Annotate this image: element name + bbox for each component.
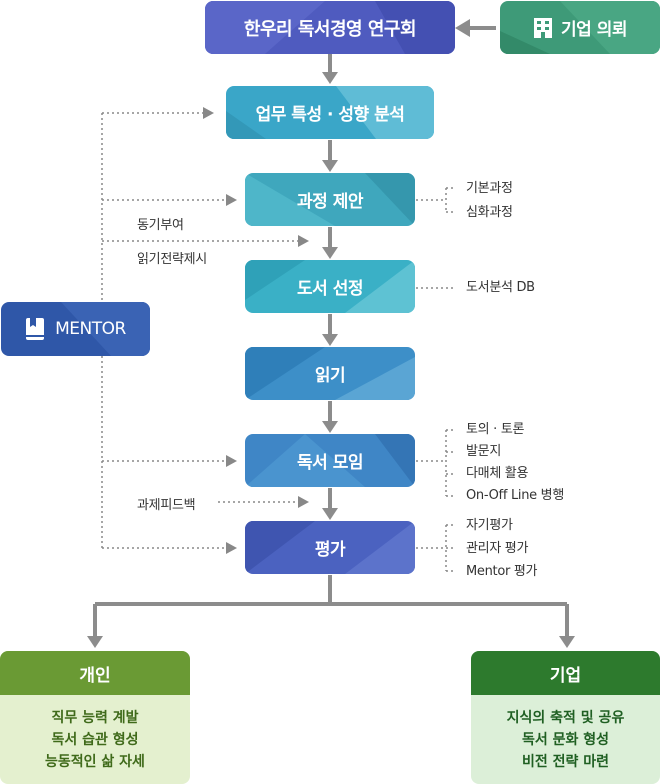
step-book-selection-label: 도서 선정 — [297, 279, 363, 299]
note-book-db: 도서분석 DB — [466, 280, 535, 295]
note-manager-evaluation: 관리자 평가 — [466, 541, 529, 556]
note-self-evaluation: 자기평가 — [466, 518, 513, 533]
step-reading-meeting-label: 독서 모임 — [297, 453, 363, 473]
step-book-selection: 도서 선정 — [245, 260, 415, 313]
individual-outcome-item: 능동적인 삶 자세 — [45, 754, 145, 770]
note-question-sheet: 발문지 — [466, 444, 501, 459]
research-group-title: 한우리 독서경영 연구회 — [243, 18, 417, 40]
mentor-arrowheads — [203, 107, 309, 554]
step-evaluation-label: 평가 — [314, 540, 346, 560]
note-multimedia: 다매체 활용 — [466, 466, 529, 481]
building-icon — [534, 17, 552, 38]
individual-outcome-item: 직무 능력 계발 — [51, 710, 139, 726]
step-course-proposal-label: 과정 제안 — [297, 192, 363, 212]
mentor-motivation-label: 동기부여 — [137, 218, 184, 233]
company-outcome-item: 비전 전략 마련 — [521, 754, 610, 770]
evaluation-notes: 자기평가 관리자 평가 Mentor 평가 — [466, 514, 538, 583]
book-notes: 도서분석 DB — [466, 277, 535, 299]
mentor-label: MENTOR — [55, 319, 126, 339]
step-reading-label: 읽기 — [314, 366, 346, 386]
book-icon — [26, 318, 45, 340]
company-request-box: 기업 의뢰 — [500, 1, 660, 54]
flow-arrows — [87, 19, 575, 648]
step-reading: 읽기 — [245, 347, 415, 400]
note-discussion: 토의 · 토론 — [466, 422, 525, 437]
step-evaluation: 평가 — [245, 521, 415, 574]
individual-outcome-item: 독서 습관 형성 — [51, 732, 139, 748]
company-request-label: 기업 의뢰 — [561, 20, 627, 40]
individual-outcome-card: 개인 직무 능력 계발 독서 습관 형성 능동적인 삶 자세 — [0, 651, 190, 784]
step-course-proposal: 과정 제안 — [245, 173, 415, 226]
note-mentor-evaluation: Mentor 평가 — [466, 564, 538, 579]
company-outcome-item: 지식의 축적 및 공유 — [506, 710, 625, 726]
meeting-notes: 토의 · 토론 발문지 다매체 활용 On-Off Line 병행 — [466, 419, 564, 507]
company-outcome-title: 기업 — [471, 651, 660, 695]
step-analysis-label: 업무 특성 · 성향 분석 — [255, 105, 405, 125]
course-notes: 기본과정 심화과정 — [466, 177, 513, 225]
individual-outcome-title: 개인 — [0, 651, 190, 695]
note-basic-course: 기본과정 — [466, 181, 513, 196]
note-online-offline: On-Off Line 병행 — [466, 488, 564, 503]
company-outcome-card: 기업 지식의 축적 및 공유 독서 문화 형성 비전 전략 마련 — [471, 651, 660, 784]
step-analysis: 업무 특성 · 성향 분석 — [226, 86, 434, 139]
note-advanced-course: 심화과정 — [466, 205, 513, 220]
mentor-strategy-label: 읽기전략제시 — [137, 252, 207, 267]
mentor-dotted-lines — [101, 112, 456, 572]
company-outcome-item: 독서 문화 형성 — [521, 732, 610, 748]
mentor-feedback-label: 과제피드백 — [137, 494, 200, 513]
mentor-box: MENTOR — [1, 302, 150, 356]
step-reading-meeting: 독서 모임 — [245, 434, 415, 487]
research-group-box: 한우리 독서경영 연구회 — [205, 1, 455, 54]
